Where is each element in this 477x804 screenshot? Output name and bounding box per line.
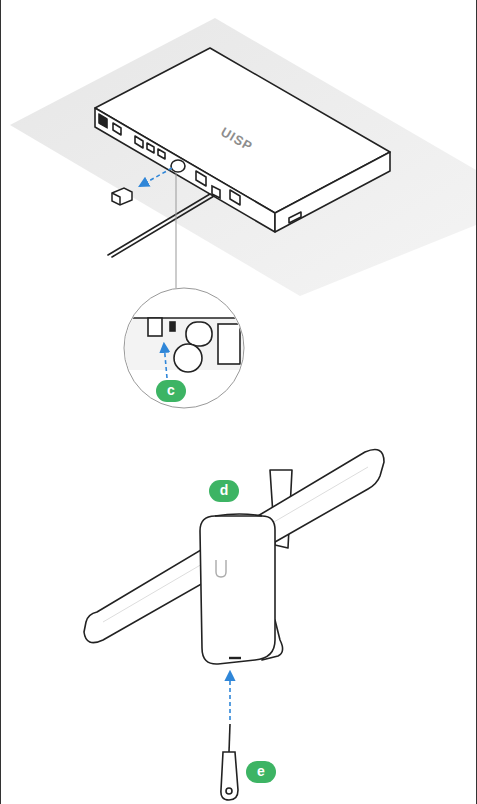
removal-arrow xyxy=(140,168,172,186)
brand-logo: UISP xyxy=(218,124,255,154)
uisp-device xyxy=(95,48,390,232)
port-cap xyxy=(112,188,132,205)
detail-magnifier xyxy=(120,288,250,408)
wall-mount xyxy=(84,450,384,665)
leader-line xyxy=(176,172,177,288)
pin-arrow xyxy=(229,672,231,720)
reset-arrow xyxy=(164,344,167,378)
callout-letter: c xyxy=(156,380,186,402)
callout-letter: d xyxy=(209,480,239,502)
callout-letter: e xyxy=(246,761,276,783)
wall-surface xyxy=(10,18,476,296)
reset-pin-tool xyxy=(221,724,238,800)
power-cable xyxy=(108,186,220,257)
